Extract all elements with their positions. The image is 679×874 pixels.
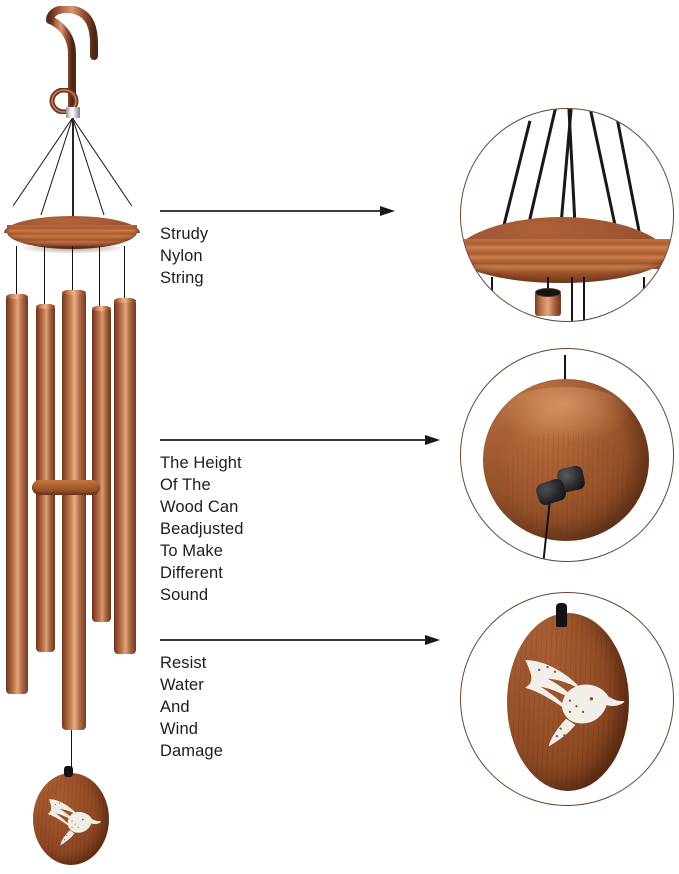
tube-hang-line xyxy=(583,277,585,321)
tube-hang-line xyxy=(124,246,125,298)
feature-label-adjustable-wood-height: The Height Of The Wood Can Beadjusted To… xyxy=(160,454,244,604)
arrow-head xyxy=(380,206,395,216)
striker-upper-cord xyxy=(564,355,566,387)
s-hook-icon xyxy=(30,4,110,116)
hummingbird-icon xyxy=(513,645,625,752)
product-illustration xyxy=(0,0,160,874)
sail-grommet xyxy=(556,603,567,627)
suspension-string xyxy=(72,117,133,207)
suspension-string xyxy=(40,117,74,216)
tube-hang-line xyxy=(491,277,493,321)
feature-label-nylon-string: Strudy Nylon String xyxy=(160,225,209,287)
arrow-head xyxy=(425,635,440,645)
tube-cap xyxy=(535,288,561,297)
arrow-head xyxy=(425,435,440,445)
tube-cap xyxy=(114,298,136,303)
right-arrow-icon xyxy=(160,206,395,216)
tube-hang-line xyxy=(16,246,17,294)
center-string xyxy=(72,117,74,229)
chime-tube xyxy=(114,298,136,654)
suspension-string xyxy=(12,117,74,207)
right-arrow-icon xyxy=(160,435,440,445)
inset-wind-sail-detail xyxy=(460,592,674,806)
tube-cap xyxy=(6,294,28,299)
tube-cap xyxy=(36,304,55,309)
arrow-shaft xyxy=(160,639,426,641)
chime-tube xyxy=(6,294,28,694)
sail-grommet xyxy=(64,766,73,777)
feature-label-weather-resistant: Resist Water And Wind Damage xyxy=(160,654,223,760)
inset-top-disc-detail xyxy=(460,108,674,322)
chime-tube xyxy=(92,306,111,622)
hummingbird-icon xyxy=(40,790,102,851)
tube-hang-line xyxy=(643,277,645,317)
arrow-shaft xyxy=(160,210,381,212)
inset-wood-striker-detail xyxy=(460,348,674,562)
hanging-ring xyxy=(48,87,80,115)
wooden-striker-bar xyxy=(32,480,100,495)
wood-highlight xyxy=(497,387,633,443)
metal-ferrule xyxy=(66,107,80,118)
tube-cap xyxy=(92,306,111,311)
tube-hang-line xyxy=(72,246,73,290)
suspension-string xyxy=(72,117,105,216)
tube-cap xyxy=(62,290,86,295)
chime-tube xyxy=(62,290,86,730)
tube-hang-line xyxy=(571,277,573,321)
right-arrow-icon xyxy=(160,635,440,645)
tube-hang-line xyxy=(44,246,45,304)
arrow-shaft xyxy=(160,439,426,441)
chime-tube xyxy=(36,304,55,652)
tube-hang-line xyxy=(99,246,100,306)
